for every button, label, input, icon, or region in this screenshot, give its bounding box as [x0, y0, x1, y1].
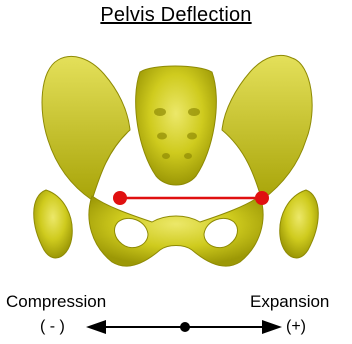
center-point-icon — [180, 322, 190, 332]
direction-arrow — [86, 320, 282, 334]
expansion-label: Expansion — [250, 292, 329, 312]
left-marker-dot — [113, 191, 127, 205]
arrow-right-icon — [262, 320, 282, 334]
compression-label: Compression — [6, 292, 106, 312]
right-marker-dot — [255, 191, 269, 205]
arrow-left-icon — [86, 320, 106, 334]
expansion-sign: (+) — [286, 318, 306, 336]
compression-sign: ( - ) — [40, 318, 65, 336]
